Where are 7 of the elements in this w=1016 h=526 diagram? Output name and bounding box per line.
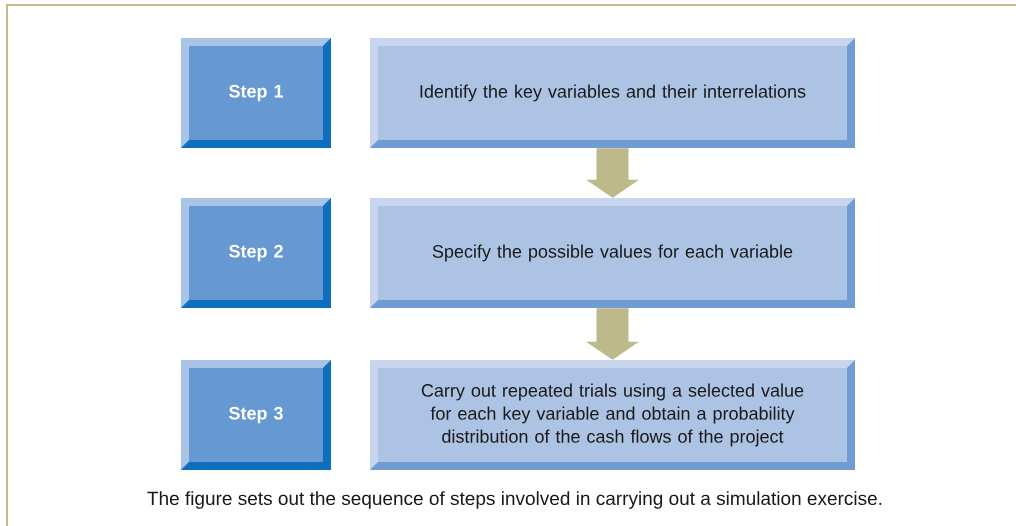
text-box: Specify the possible values for each variable (370, 198, 855, 308)
step-box: Step 2 (181, 198, 331, 308)
caption: The figure sets out the sequence of steps involved in carrying out a simulation exercise. (147, 491, 882, 509)
step-box: Step 3 (181, 360, 331, 470)
text-box: Identify the key variables and their interrelations (370, 38, 855, 148)
text-box: Carry out repeated trials using a selected value for each key variable and obtain a probability distribution of the cash flows of the project (370, 360, 855, 470)
step-box: Step 1 (181, 38, 331, 148)
